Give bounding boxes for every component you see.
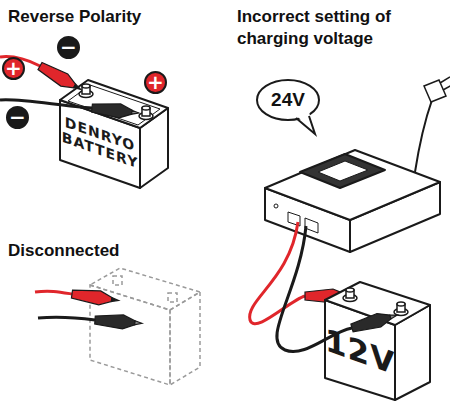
- battery-label: 12V: [325, 322, 395, 383]
- battery-top: [90, 268, 200, 310]
- clamp-tip: [111, 298, 118, 303]
- black-wire: [38, 317, 95, 320]
- terminal-post: [113, 276, 122, 285]
- battery-body: [325, 282, 430, 400]
- clamp-jaw: [350, 310, 392, 334]
- black-clamp: [91, 101, 139, 120]
- terminal-post: [168, 293, 177, 302]
- red-wire: [35, 291, 72, 294]
- indicator-light: [274, 204, 278, 208]
- clamp-tip: [132, 110, 139, 115]
- terminal-post: [79, 84, 93, 98]
- black-clamp: [95, 313, 143, 330]
- polarity-sign: +: [146, 73, 165, 91]
- battery-front: [325, 300, 395, 400]
- terminal-post: [139, 106, 153, 120]
- plug-body: [424, 80, 446, 102]
- panel-heading: Incorrect setting of charging voltage: [237, 6, 447, 50]
- panel-heading: Disconnected: [8, 240, 208, 262]
- terminal-cap: [142, 106, 150, 110]
- power-cord: [415, 100, 432, 172]
- battery-side: [140, 108, 168, 188]
- battery-side: [170, 292, 200, 385]
- terminal-cap: [397, 302, 405, 306]
- polarity-sign: −: [8, 108, 27, 126]
- bubble-tail-fill: [296, 112, 315, 134]
- battery-front: [60, 100, 140, 188]
- negative-symbol: −: [6, 106, 29, 129]
- charger-body: [265, 150, 440, 252]
- clamp-jaw: [71, 287, 113, 306]
- dashed-battery: [90, 268, 200, 385]
- polarity-sign: −: [59, 38, 78, 56]
- negative-symbol: −: [57, 36, 80, 59]
- bubble-tail: [296, 116, 315, 134]
- plug-prong: [440, 77, 450, 83]
- bubble-text: 24V: [255, 78, 321, 111]
- red-clamp: [37, 60, 85, 96]
- charger-handle: [300, 154, 385, 188]
- charger-top: [265, 150, 440, 220]
- panel-heading: Reverse Polarity: [8, 6, 208, 28]
- clamp-jaw: [91, 101, 132, 119]
- clamp-tip: [390, 313, 398, 319]
- positive-symbol: +: [2, 57, 25, 80]
- clamp-jaw: [37, 60, 79, 92]
- clamp-jaw: [95, 313, 136, 330]
- speech-bubble: 24V: [255, 78, 321, 122]
- handle-grip: [318, 161, 368, 181]
- battery-body: [60, 80, 168, 188]
- clamp-tip: [135, 321, 142, 325]
- plug-prong: [443, 85, 450, 90]
- terminal-cap: [82, 84, 90, 88]
- terminal-post: [343, 288, 357, 302]
- positive-symbol: +: [144, 71, 167, 94]
- red-clamp: [71, 287, 119, 307]
- power-plug: [424, 77, 450, 102]
- black-clamp: [350, 308, 399, 334]
- terminal-post: [394, 302, 408, 316]
- terminal-cap: [346, 288, 354, 292]
- polarity-sign: +: [4, 59, 23, 77]
- clamp-tip: [74, 84, 82, 91]
